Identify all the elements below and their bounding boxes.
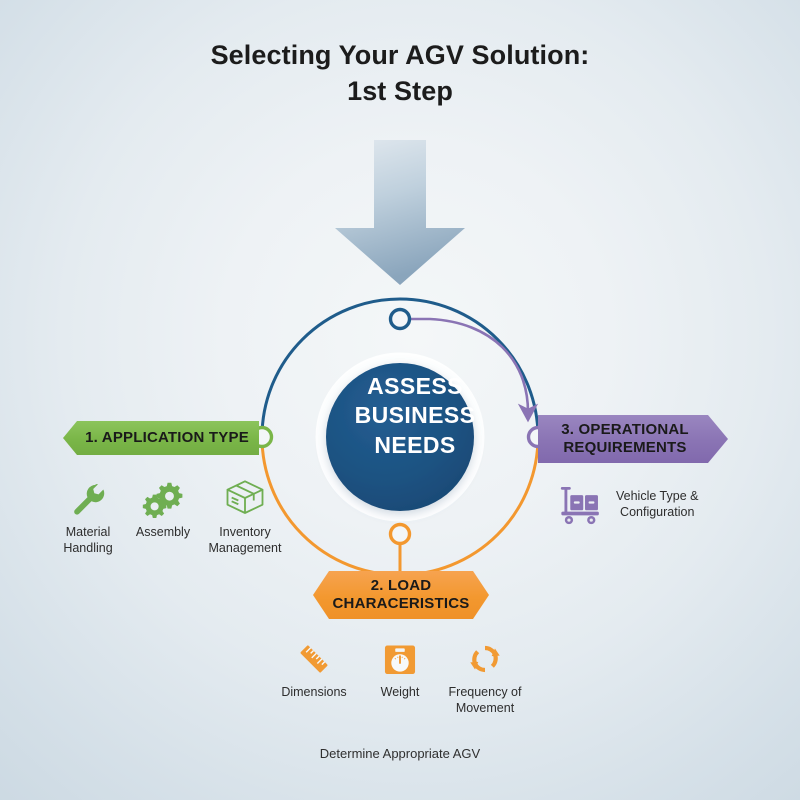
item-frequency-of-movement-label: Frequency of Movement (448, 685, 522, 715)
page-title: Selecting Your AGV Solution: 1st Step (0, 38, 800, 110)
banner-application-type[interactable]: 1. APPLICATION TYPE (63, 421, 259, 455)
item-inventory-management[interactable]: Inventory Management (196, 478, 294, 556)
cycle-arrows-icon (470, 645, 500, 673)
banner-load-characeristics-line-2: CHARACERISTICS (332, 595, 470, 612)
item-weight[interactable]: Weight (364, 640, 436, 700)
node-bottom-orange[interactable] (388, 522, 412, 546)
package-box-icon (226, 480, 264, 514)
item-dimensions-label: Dimensions (281, 685, 347, 699)
center-hub-circle (326, 363, 474, 511)
scale-icon (384, 645, 416, 675)
ruler-icon (300, 645, 328, 673)
banner-load-characeristics[interactable]: 2. LOAD CHARACERISTICS (313, 571, 489, 619)
banner-application-type-label: 1. APPLICATION TYPE (85, 428, 249, 446)
item-weight-label: Weight (380, 685, 420, 699)
inner-halo-ring (315, 352, 485, 522)
item-inventory-management-label: Inventory Management (208, 525, 282, 555)
down-arrow-icon (335, 140, 465, 285)
item-assembly-label: Assembly (135, 525, 191, 539)
banner-operational-requirements-text: 3. OPERATIONAL REQUIREMENTS (561, 421, 689, 458)
title-line-1: Selecting Your AGV Solution: (210, 40, 590, 70)
wrench-icon (74, 484, 105, 515)
item-dimensions[interactable]: Dimensions (271, 640, 357, 700)
title-line-2: 1st Step (347, 75, 453, 106)
node-top-blue[interactable] (388, 307, 412, 331)
item-vehicle-type-configuration[interactable]: Vehicle Type & Configuration (556, 482, 736, 526)
item-assembly[interactable]: Assembly (125, 480, 201, 540)
footer-note: Determine Appropriate AGV (319, 746, 481, 761)
item-vehicle-type-configuration-label: Vehicle Type & Configuration (616, 489, 699, 519)
item-material-handling[interactable]: Material Handling (46, 480, 130, 556)
banner-operational-requirements-line-1: 3. OPERATIONAL (561, 420, 689, 438)
item-material-handling-label: Material Handling (63, 525, 113, 555)
banner-operational-requirements[interactable]: 3. OPERATIONAL REQUIREMENTS (538, 415, 728, 463)
banner-load-characeristics-line-1: 2. LOAD (370, 576, 432, 594)
banner-load-characeristics-text: 2. LOAD CHARACERISTICS (333, 577, 470, 614)
banner-operational-requirements-line-2: REQUIREMENTS (563, 439, 687, 456)
item-frequency-of-movement[interactable]: Frequency of Movement (439, 640, 531, 716)
process-flow-arrow (400, 317, 539, 423)
agv-cart-icon (560, 487, 599, 525)
gears-icon (142, 482, 183, 518)
outer-ring-arc-blue (260, 297, 540, 438)
